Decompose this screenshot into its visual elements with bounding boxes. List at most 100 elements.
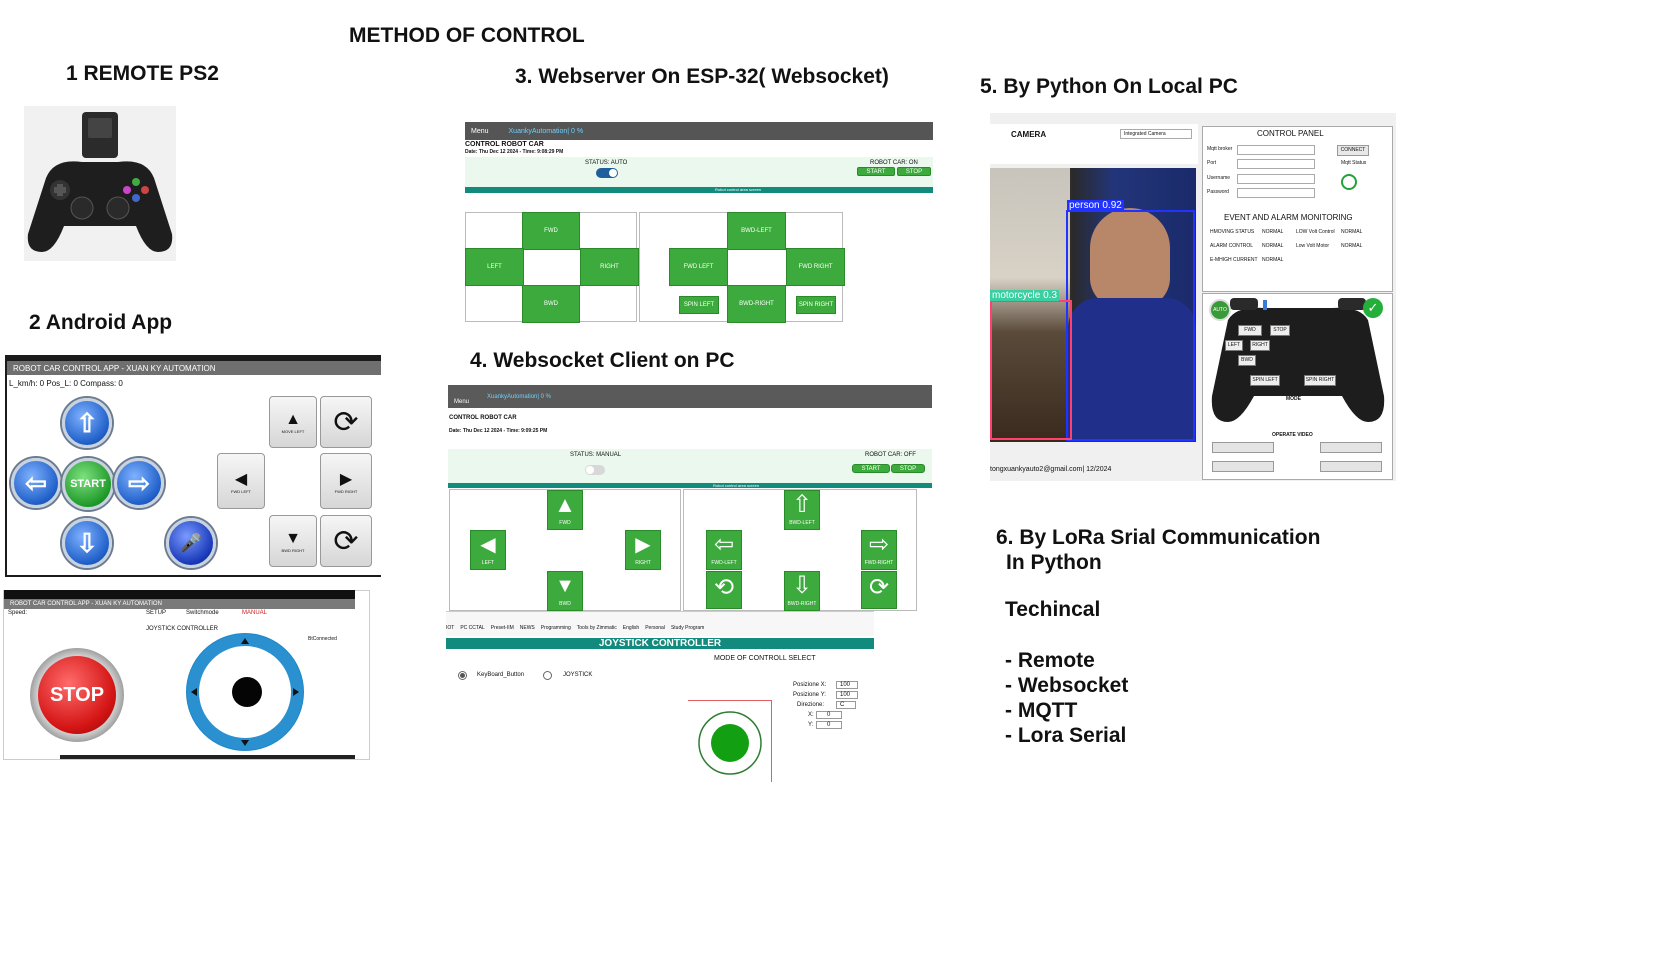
ws-spin-left-button[interactable]: ⟲ bbox=[706, 571, 742, 609]
ws-joystick-area[interactable] bbox=[688, 700, 772, 782]
password-input[interactable] bbox=[1237, 188, 1315, 198]
ws-bookmarks-bar: IOT PC CCTAL Preset-IIM NEWS Programming… bbox=[446, 625, 704, 631]
ws-fwd-left-button[interactable]: ⇦FWD-LEFT bbox=[706, 530, 742, 570]
ws-fwd-button[interactable]: ▲FWD bbox=[547, 490, 583, 530]
ws-bwd-left-button[interactable]: ⇧BWD-LEFT bbox=[784, 490, 820, 530]
pad-left-button[interactable]: LEFT bbox=[1225, 340, 1243, 351]
webserver-left-button[interactable]: LEFT bbox=[465, 248, 524, 286]
pad-bwd-button[interactable]: BWD bbox=[1238, 355, 1256, 366]
android-start-button[interactable]: START bbox=[62, 458, 114, 510]
webserver-fwd-left-button[interactable]: FWD LEFT bbox=[669, 248, 728, 286]
start-label: START bbox=[70, 478, 106, 490]
ws-menu[interactable]: Menu bbox=[454, 398, 470, 405]
ws-fwd-right-label: FWD-RIGHT bbox=[864, 560, 894, 566]
pad-spin-left-button[interactable]: SPIN LEFT bbox=[1250, 375, 1280, 386]
webserver-stop-button[interactable]: STOP bbox=[897, 167, 931, 176]
ws-fwd-right-button[interactable]: ⇨FWD-RIGHT bbox=[861, 530, 897, 570]
bookmark-item[interactable]: Preset-IIM bbox=[490, 625, 514, 631]
webserver-fwd-button[interactable]: FWD bbox=[522, 212, 580, 250]
android-joystick[interactable] bbox=[185, 632, 305, 752]
move-left-label: MOVE LEFT bbox=[281, 428, 305, 434]
bookmark-item[interactable]: PC CCTAL bbox=[460, 625, 485, 631]
ws-spin-right-button[interactable]: ⟳ bbox=[861, 571, 897, 609]
android-up-button[interactable]: ⇧ bbox=[62, 398, 112, 448]
video-button-2[interactable] bbox=[1320, 442, 1382, 453]
username-input[interactable] bbox=[1237, 174, 1315, 184]
android-rotate-button-1[interactable]: ⟳ bbox=[320, 396, 372, 448]
ws-joystick-title: JOYSTICK CONTROLLER bbox=[598, 638, 722, 649]
rotate-left-icon: ⟲ bbox=[713, 574, 735, 601]
bookmark-item[interactable]: IOT bbox=[446, 625, 455, 631]
tab-setup[interactable]: SETUP bbox=[146, 610, 167, 616]
ws-start-button[interactable]: START bbox=[852, 464, 890, 473]
ws-left-button[interactable]: ◀LEFT bbox=[470, 530, 506, 570]
bookmark-item[interactable]: NEWS bbox=[519, 625, 535, 631]
field-label-broker: Mqtt broker bbox=[1207, 146, 1233, 152]
video-button-4[interactable] bbox=[1320, 461, 1382, 472]
port-input[interactable] bbox=[1237, 159, 1315, 169]
webserver-spin-right-button[interactable]: SPIN RIGHT bbox=[796, 296, 836, 314]
pos-y-label: Posizione Y: bbox=[793, 692, 826, 698]
pad-spin-right-button[interactable]: SPIN RIGHT bbox=[1304, 375, 1336, 386]
ws-mode-toggle[interactable] bbox=[585, 465, 605, 475]
pad-stop-button[interactable]: STOP bbox=[1270, 325, 1290, 336]
tab-manual[interactable]: MANUAL bbox=[242, 610, 268, 616]
webserver-fwd-right-button[interactable]: FWD RIGHT bbox=[786, 248, 845, 286]
android-rotate-button-2[interactable]: ⟳ bbox=[320, 515, 372, 567]
pad-fwd-button[interactable]: FWD bbox=[1238, 325, 1262, 336]
ps2-controller-image bbox=[24, 106, 176, 261]
ws-bwd-right-button[interactable]: ⇩BWD-RIGHT bbox=[784, 571, 820, 611]
field-label-username: Username bbox=[1207, 175, 1231, 181]
connect-button[interactable]: CONNECT bbox=[1337, 145, 1369, 156]
dir-field[interactable]: C bbox=[836, 701, 856, 709]
ws-fwd-left-label: FWD-LEFT bbox=[711, 560, 737, 566]
video-button-3[interactable] bbox=[1212, 461, 1274, 472]
camera-select[interactable]: Integrated Camera bbox=[1120, 129, 1192, 139]
webserver-right-button[interactable]: RIGHT bbox=[580, 248, 639, 286]
android-mic-button[interactable]: 🎤 bbox=[166, 518, 216, 568]
android-fwd-right-button[interactable]: ▶ FWD RIGHT bbox=[320, 453, 372, 509]
webserver-bwd-left-button[interactable]: BWD-LEFT bbox=[727, 212, 786, 250]
bookmark-item[interactable]: Personal bbox=[645, 625, 665, 631]
tab-switchmode[interactable]: Switchmode bbox=[186, 610, 219, 616]
android-fwd-left-button[interactable]: ◀ FWD LEFT bbox=[217, 453, 265, 509]
speed-slider-thumb[interactable] bbox=[1263, 300, 1267, 310]
android-bwd-right-button[interactable]: ▼ BWD RIGHT bbox=[269, 515, 317, 567]
bookmark-item[interactable]: Tools by Zimmatic bbox=[576, 625, 617, 631]
bookmark-item[interactable]: Study Program bbox=[670, 625, 705, 631]
ws-stop-button[interactable]: STOP bbox=[891, 464, 925, 473]
pos-y-field[interactable]: 100 bbox=[836, 691, 858, 699]
android-down-button[interactable]: ⇩ bbox=[62, 518, 112, 568]
webserver-title: CONTROL ROBOT CAR bbox=[465, 141, 544, 148]
bookmark-item[interactable]: Programming bbox=[540, 625, 571, 631]
webserver-bwd-right-button[interactable]: BWD-RIGHT bbox=[727, 285, 786, 323]
ws-right-button[interactable]: ▶RIGHT bbox=[625, 530, 661, 570]
webserver-menu[interactable]: Menu bbox=[471, 127, 489, 135]
y-field[interactable]: 0 bbox=[816, 721, 842, 729]
tech-item-mqtt: - MQTT bbox=[1005, 699, 1078, 722]
android-left-button[interactable]: ⇦ bbox=[11, 458, 61, 508]
rotate-right-icon: ⟳ bbox=[868, 574, 890, 601]
ws-teal-text: Robot control area screen bbox=[713, 483, 760, 488]
pos-x-field[interactable]: 100 bbox=[836, 681, 858, 689]
virtual-gamepad[interactable] bbox=[1208, 296, 1388, 426]
broker-input[interactable] bbox=[1237, 145, 1315, 155]
pad-right-button[interactable]: RIGHT bbox=[1250, 340, 1270, 351]
event-title: EVENT AND ALARM MONITORING bbox=[1224, 213, 1353, 222]
ws-bwd-button[interactable]: ▼BWD bbox=[547, 571, 583, 611]
android-stop-button[interactable]: STOP bbox=[30, 648, 124, 742]
auto-badge[interactable]: AUTO bbox=[1209, 299, 1231, 321]
android-move-left-button[interactable]: ▲ MOVE LEFT bbox=[269, 396, 317, 448]
video-button-1[interactable] bbox=[1212, 442, 1274, 453]
arrow-up-icon: ⇧ bbox=[791, 491, 813, 518]
webserver-bwd-button[interactable]: BWD bbox=[522, 285, 580, 323]
x-field[interactable]: 0 bbox=[816, 711, 842, 719]
android-right-button[interactable]: ⇨ bbox=[114, 458, 164, 508]
radio-keyboard[interactable] bbox=[458, 671, 467, 680]
bookmark-item[interactable]: English bbox=[622, 625, 640, 631]
webserver-start-button[interactable]: START bbox=[857, 167, 895, 176]
webserver-spin-left-button[interactable]: SPIN LEFT bbox=[679, 296, 719, 314]
webserver-auto-toggle[interactable] bbox=[596, 168, 618, 178]
radio-joystick[interactable] bbox=[543, 671, 552, 680]
circle-down-icon: ▼ bbox=[555, 575, 575, 597]
